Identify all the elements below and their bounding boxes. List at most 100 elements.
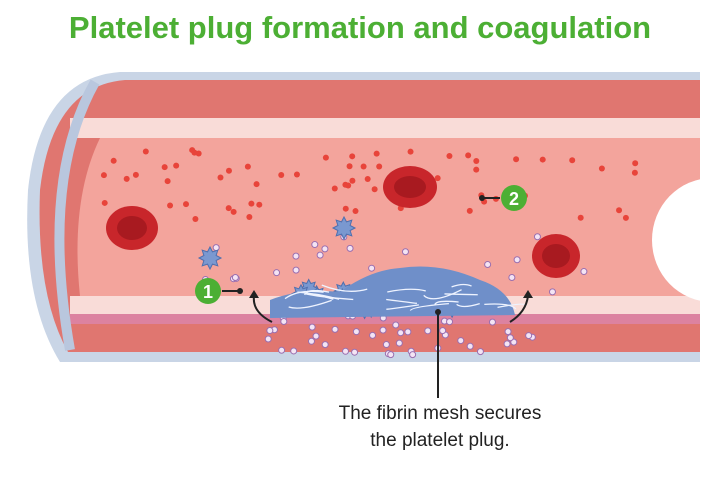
- fibrinogen-particle: [368, 264, 376, 272]
- fibrinogen-particle: [321, 245, 329, 253]
- endothelium-top: [70, 118, 700, 138]
- fibrinogen-particle: [508, 273, 516, 281]
- curved-arrow-right: [509, 295, 529, 323]
- fibrinogen-particle: [446, 318, 454, 326]
- fibrinogen-particle: [290, 347, 298, 355]
- clotting-factor: [569, 157, 576, 164]
- clotting-factor: [110, 157, 117, 164]
- clotting-factor: [225, 167, 232, 174]
- clotting-factor: [616, 207, 623, 214]
- clotting-factor: [539, 156, 546, 163]
- vessel-opening: [54, 79, 100, 351]
- fibrinogen-particle: [488, 318, 496, 326]
- caption: The fibrin mesh secures the platelet plu…: [290, 400, 590, 454]
- marker-2: 2: [479, 185, 527, 211]
- fibrinogen-particle: [331, 325, 339, 333]
- marker-1-label: 1: [203, 282, 213, 302]
- fibrinogen-particle: [292, 266, 300, 274]
- caption-line-1: The fibrin mesh secures: [338, 403, 542, 424]
- fibrinogen-particle: [401, 248, 409, 256]
- diagram-title: Platelet plug formation and coagulation: [68, 10, 652, 45]
- fibrinogen-particle: [476, 348, 484, 356]
- fibrin-mesh: [284, 283, 528, 311]
- clotting-factor: [278, 172, 285, 179]
- clotting-factor: [167, 202, 174, 209]
- clotting-factor: [101, 199, 108, 206]
- fibrinogen-particle: [321, 341, 329, 349]
- fibrinogen-particle: [503, 340, 511, 348]
- clotting-factor: [577, 214, 584, 221]
- clotting-factor: [225, 205, 232, 212]
- clotting-factor: [253, 181, 260, 188]
- fibrinogen-particle: [369, 331, 377, 339]
- clotting-factor: [331, 185, 338, 192]
- fibrinogen-particle: [379, 326, 387, 334]
- fibrinogen-particle: [513, 256, 521, 264]
- fibrinogen-particle: [346, 244, 354, 252]
- fibrinogen-particle: [307, 337, 315, 345]
- fibrinogen-particle: [424, 327, 432, 335]
- fibrinogen-particle: [484, 261, 492, 269]
- clotting-factor: [407, 148, 414, 155]
- marker-1: 1: [195, 278, 243, 304]
- fibrinogen-particle: [404, 328, 412, 336]
- fibrinogen-particle: [395, 339, 403, 347]
- clotting-factor: [217, 174, 224, 181]
- fibrinogen-particle: [548, 288, 556, 296]
- clotting-factor: [349, 153, 356, 160]
- clotting-factor: [473, 166, 480, 173]
- clotting-factor: [513, 156, 520, 163]
- clotting-factor: [376, 163, 383, 170]
- clotting-factor: [473, 158, 480, 165]
- clotting-factor: [434, 175, 441, 182]
- clotting-factor: [161, 164, 168, 171]
- fibrinogen-particle: [392, 321, 400, 329]
- red-blood-cells: [106, 166, 580, 278]
- clotting-factor: [598, 165, 605, 172]
- clotting-factor: [349, 177, 356, 184]
- fibrinogen-particle: [280, 318, 288, 326]
- fibrinogen-particle: [525, 332, 533, 340]
- fibrinogen-particle: [311, 241, 319, 249]
- fibrinogen-particle: [278, 346, 286, 354]
- fibrinogen-particle: [466, 342, 474, 350]
- clotting-factor: [632, 160, 639, 167]
- platelet: [197, 245, 223, 271]
- fibrinogen-particle: [506, 334, 514, 342]
- fibrinogen-particle: [231, 274, 239, 282]
- clotting-factor: [352, 208, 359, 215]
- fibrinogen-particle: [308, 323, 316, 331]
- clotting-factor: [631, 169, 638, 176]
- fibrinogen-particle: [387, 351, 395, 359]
- curved-arrow-left: [252, 295, 273, 323]
- fibrinogen-particle: [504, 328, 512, 336]
- fibrinogen-particle: [266, 327, 274, 335]
- clotting-factor: [293, 171, 300, 178]
- clotting-factor: [246, 213, 253, 220]
- clotting-factor: [465, 152, 472, 159]
- platelet-plug: [270, 266, 515, 318]
- clotting-factor: [360, 163, 367, 170]
- fibrinogen-particle: [409, 351, 417, 359]
- clotting-factor: [322, 154, 329, 161]
- clotting-factor: [183, 201, 190, 208]
- fibrinogen-particle: [292, 252, 300, 260]
- clotting-factor: [622, 214, 629, 221]
- clotting-factor: [123, 175, 130, 182]
- clotting-factor: [142, 148, 149, 155]
- fibrinogen-particle: [312, 332, 320, 340]
- fibrinogen-particle: [533, 233, 541, 241]
- fibrinogen-particle: [264, 335, 272, 343]
- clotting-factor: [230, 208, 237, 215]
- caption-line-2: the platelet plug.: [370, 430, 510, 451]
- clotting-factor: [371, 186, 378, 193]
- fibrinogen-particle: [351, 348, 359, 356]
- clotting-factor: [364, 176, 371, 183]
- fibrinogen-particle: [397, 329, 405, 337]
- clotting-factor: [373, 150, 380, 157]
- marker-2-label: 2: [509, 189, 519, 209]
- clotting-factor: [248, 200, 255, 207]
- fibrinogen-particle: [316, 251, 324, 259]
- fibrinogen-particle: [382, 341, 390, 349]
